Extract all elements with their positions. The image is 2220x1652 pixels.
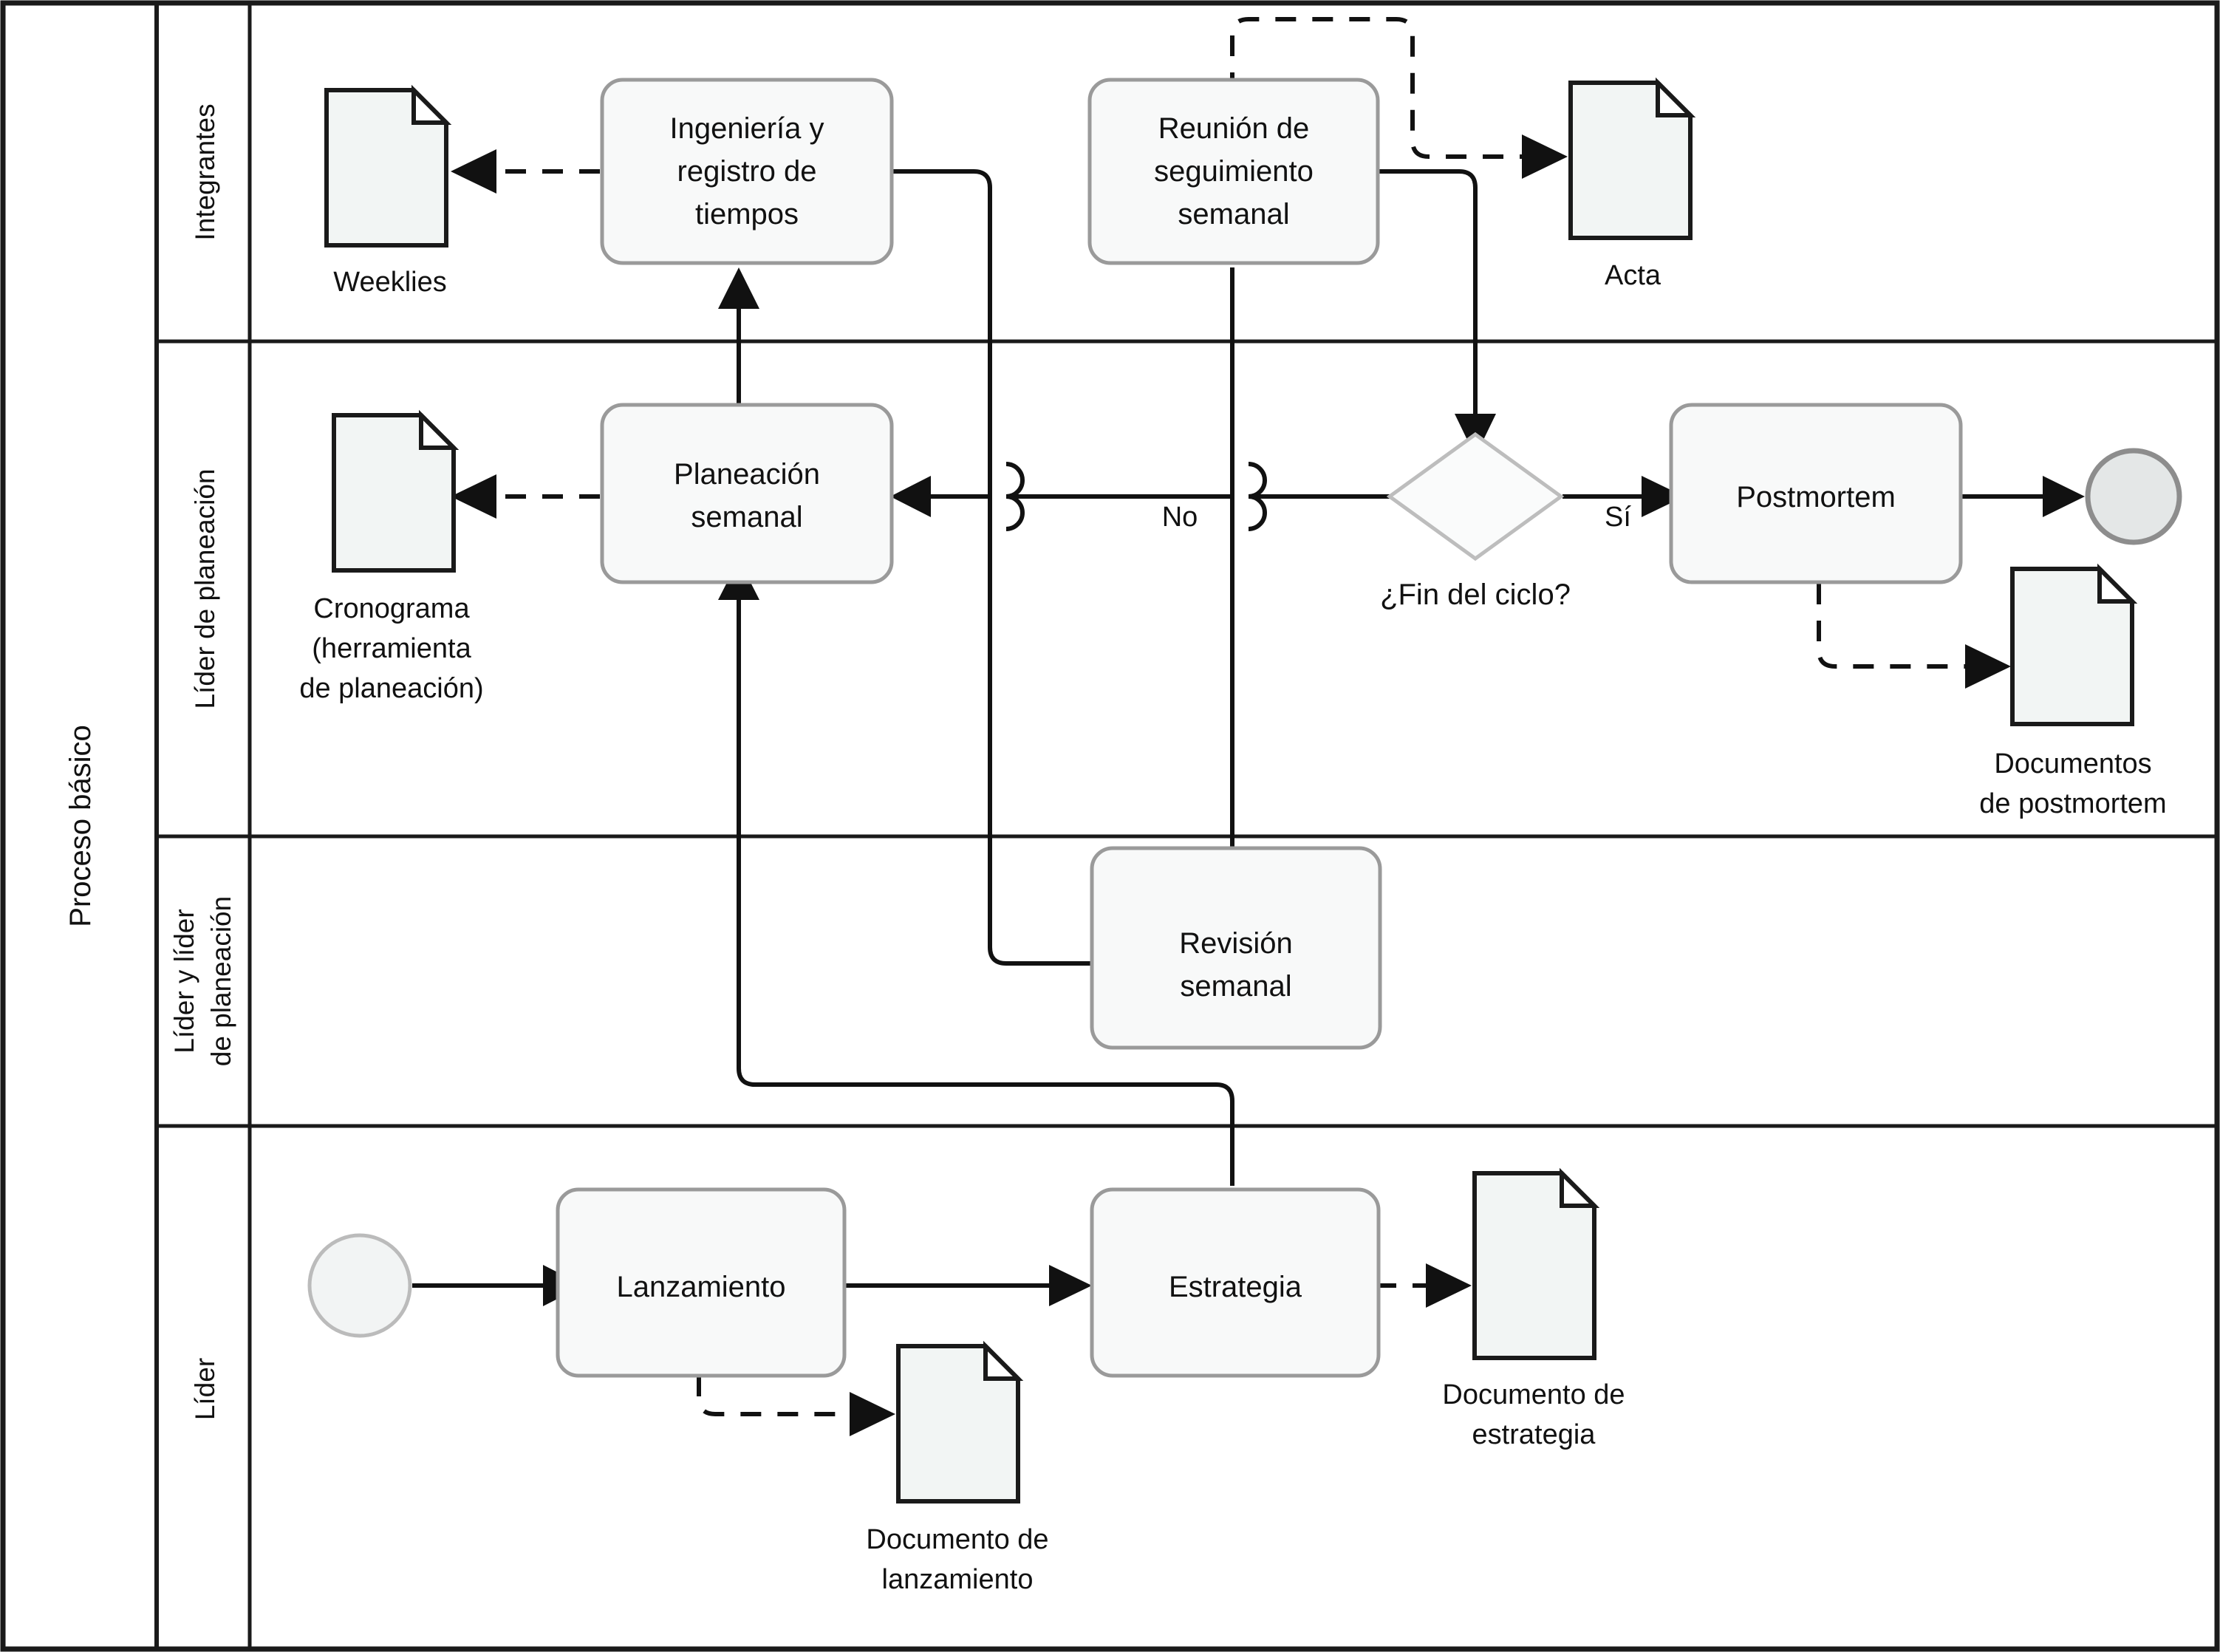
edge-label-si: Sí: [1605, 502, 1631, 533]
assoc-planeacion-to-cronograma: [451, 474, 600, 519]
svg-text:estrategia: estrategia: [1472, 1419, 1596, 1450]
start-event[interactable]: [307, 1233, 412, 1338]
svg-text:Lanzamiento: Lanzamiento: [616, 1271, 785, 1303]
svg-text:Ingeniería y: Ingeniería y: [669, 112, 824, 145]
artifact-documento-de-estrategia[interactable]: Documento de estrategia: [1442, 1167, 1625, 1450]
svg-text:Postmortem: Postmortem: [1736, 481, 1896, 513]
svg-text:semanal: semanal: [1178, 198, 1289, 231]
svg-text:de planeación): de planeación): [299, 673, 483, 704]
assoc-postmortem-to-documentos: [1817, 584, 2011, 689]
flow-postmortem-to-end: [1961, 476, 2085, 517]
svg-text:seguimiento: seguimiento: [1154, 155, 1314, 188]
svg-text:Acta: Acta: [1605, 260, 1661, 291]
svg-text:semanal: semanal: [691, 501, 802, 533]
flow-lanzamiento-to-estrategia: [842, 1265, 1092, 1306]
task-estrategia[interactable]: Estrategia: [1090, 1187, 1381, 1378]
assoc-estrategia-to-documento: [1376, 1263, 1472, 1308]
edge-label-no: No: [1162, 502, 1198, 533]
artifact-documentos-de-postmortem[interactable]: Documentos de postmortem: [1979, 563, 2167, 819]
svg-text:(herramienta: (herramienta: [312, 633, 471, 664]
artifact-acta[interactable]: Acta: [1568, 77, 1696, 291]
svg-text:Documento de: Documento de: [1442, 1379, 1625, 1410]
lane-label-integrantes: Integrantes: [190, 103, 220, 240]
assoc-reunion-to-acta: [1230, 17, 1568, 179]
gateway-label: ¿Fin del ciclo?: [1380, 578, 1571, 611]
svg-text:semanal: semanal: [1180, 970, 1291, 1003]
svg-text:Documento de: Documento de: [866, 1524, 1048, 1555]
svg-text:Documentos: Documentos: [1994, 748, 2151, 779]
artifact-documento-de-lanzamiento[interactable]: Documento de lanzamiento: [866, 1340, 1049, 1595]
svg-text:Weeklies: Weeklies: [333, 267, 446, 298]
task-revision-semanal[interactable]: Revisión semanal: [1090, 846, 1382, 1050]
svg-text:de planeación: de planeación: [206, 896, 236, 1066]
svg-text:de postmortem: de postmortem: [1979, 788, 2166, 819]
end-event[interactable]: [2085, 448, 2182, 545]
task-lanzamiento[interactable]: Lanzamiento: [556, 1187, 847, 1378]
pool-title: Proceso básico: [64, 725, 97, 926]
task-planeacion-semanal[interactable]: Planeación semanal: [600, 403, 894, 584]
task-reunion-de-seguimiento-semanal[interactable]: Reunión de seguimiento semanal: [1087, 78, 1380, 265]
svg-text:Revisión: Revisión: [1179, 927, 1292, 960]
svg-text:tiempos: tiempos: [695, 198, 799, 231]
lane-label-lider: Líder: [190, 1358, 220, 1420]
svg-text:Reunión de: Reunión de: [1158, 112, 1310, 145]
flow-ingenieria-to-revision: [892, 169, 1092, 966]
artifact-weeklies[interactable]: Weeklies: [324, 84, 452, 298]
gateway-fin-del-ciclo[interactable]: ¿Fin del ciclo?: [1380, 431, 1571, 611]
lane-dividers: [157, 339, 2217, 1128]
lane-label-lider-y-lider-de-planeacion: Líder y líder de planeación: [169, 896, 236, 1066]
task-ingenieria-y-registro-de-tiempos[interactable]: Ingeniería y registro de tiempos: [600, 78, 894, 265]
svg-text:Cronograma: Cronograma: [313, 593, 470, 624]
svg-text:lanzamiento: lanzamiento: [882, 1564, 1034, 1595]
svg-text:Líder y líder: Líder y líder: [169, 909, 199, 1053]
svg-text:registro de: registro de: [677, 155, 817, 188]
artifact-cronograma[interactable]: Cronograma (herramienta de planeación): [299, 409, 484, 704]
task-postmortem[interactable]: Postmortem: [1669, 403, 1963, 584]
lane-label-lider-de-planeacion: Líder de planeación: [190, 468, 220, 709]
assoc-lanzamiento-to-documento: [697, 1376, 895, 1436]
svg-text:Planeación: Planeación: [674, 458, 820, 491]
assoc-ingenieria-to-weeklies: [451, 149, 600, 194]
flow-gateway-si-to-postmortem: [1562, 476, 1684, 517]
svg-text:Estrategia: Estrategia: [1169, 1271, 1302, 1303]
